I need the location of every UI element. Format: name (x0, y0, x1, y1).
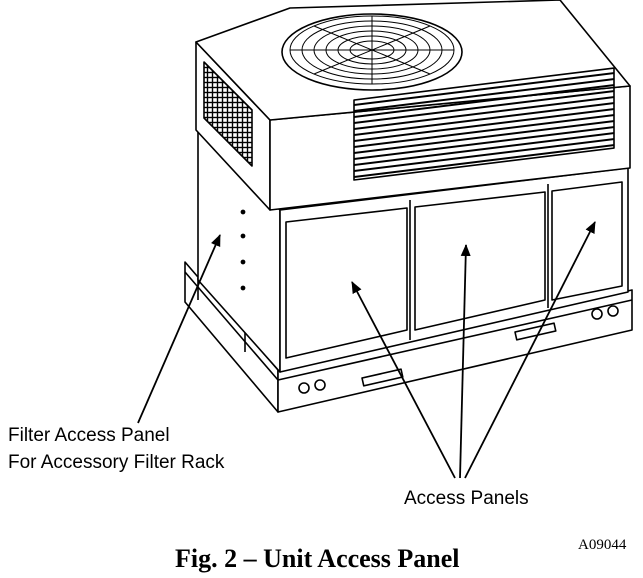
arrow-access-left (351, 281, 456, 479)
figure-caption: Fig. 2 – Unit Access Panel (175, 544, 460, 573)
figure-code: A09044 (578, 537, 627, 553)
base-rail (184, 261, 633, 413)
arrow-access-right (464, 221, 596, 479)
top-housing (195, 0, 631, 211)
filter-rack-label: For Accessory Filter Rack (8, 452, 225, 473)
access-panels-label: Access Panels (404, 488, 529, 509)
lower-cabinet (197, 129, 629, 373)
front-louvers (353, 67, 615, 181)
arrow-access-mid (459, 244, 471, 479)
leader-arrows (137, 221, 596, 479)
filter-access-panel-label: Filter Access Panel (8, 425, 170, 446)
arrow-filter-panel (137, 234, 221, 424)
fan-guard (289, 15, 455, 85)
side-grille (203, 61, 253, 167)
